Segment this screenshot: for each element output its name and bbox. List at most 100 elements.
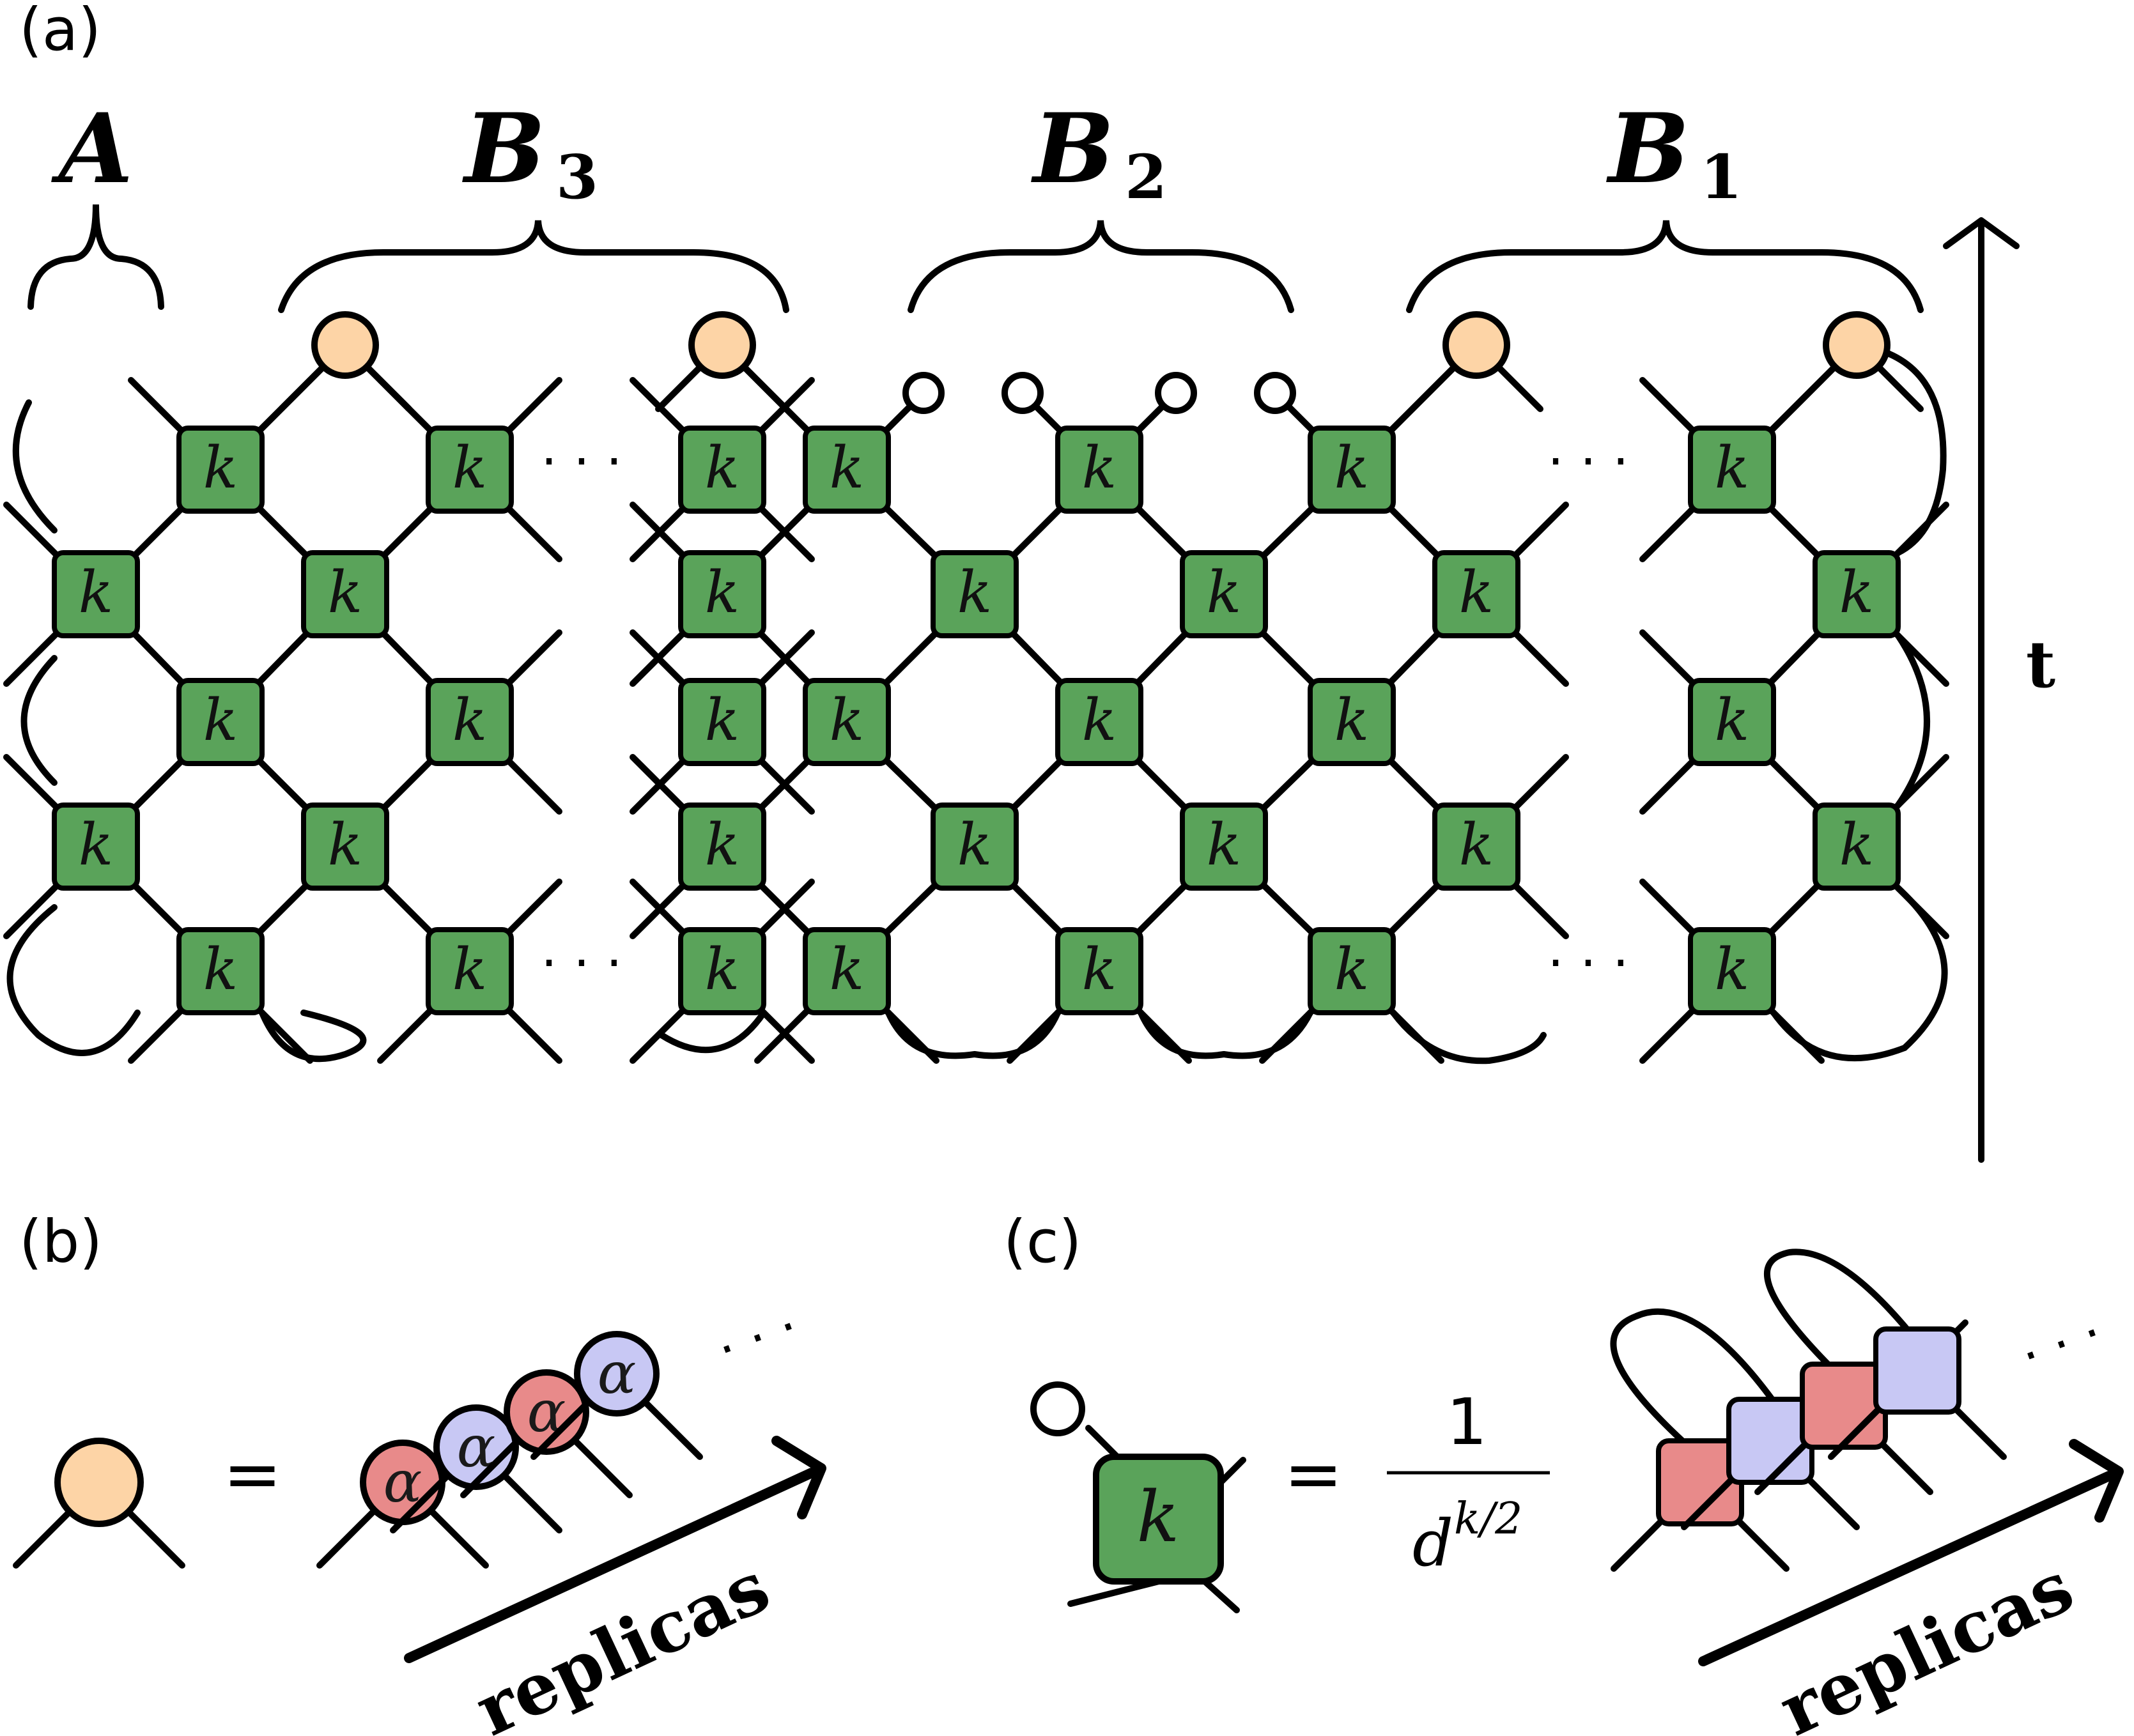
svg-text:B: B [1606, 93, 1690, 205]
svg-text:k: k [1715, 434, 1750, 502]
replicas-label-b: replicas [463, 1545, 781, 1736]
gate-k: k [52, 803, 140, 891]
svg-text:2: 2 [1125, 142, 1167, 213]
alpha-replica: α [530, 1331, 703, 1460]
gate-k: k [803, 426, 891, 514]
region-a-label: A [51, 93, 133, 205]
replica-gate [1611, 1438, 1790, 1572]
gate-k: k [1055, 927, 1143, 1015]
svg-text:k: k [1082, 936, 1117, 1003]
gate-k: k [1813, 550, 1901, 638]
gate-k: k [1308, 426, 1396, 514]
svg-text:k: k [705, 434, 740, 502]
open-circle [1254, 372, 1296, 414]
bottom-arc [885, 1010, 1061, 1059]
brace-b2 [908, 220, 1294, 313]
gate-k: k [176, 678, 265, 766]
panel-c-tag: (c) [1003, 1208, 1081, 1276]
alpha-replica: α [460, 1369, 633, 1498]
gate-k: k [1180, 803, 1268, 891]
replica-gate-chain [1610, 1248, 2007, 1572]
svg-text:3: 3 [556, 142, 598, 213]
svg-text:k: k [1334, 434, 1370, 502]
replicas-label-c: replicas [1767, 1545, 2085, 1736]
brace-b1 [1406, 220, 1924, 313]
left-loop [6, 904, 141, 1056]
open-circle [1001, 372, 1044, 414]
ellipsis: · · · [1547, 432, 1628, 491]
gate-k: k [678, 550, 766, 638]
gate-k: k [301, 803, 389, 891]
right-loop [1895, 633, 1930, 808]
fraction-numerator: 1 [1446, 1385, 1487, 1459]
ellipsis: · · · [541, 432, 622, 491]
fraction-denominator-exponent: k/2 [1454, 1494, 1522, 1544]
gate-k: k [678, 927, 766, 1015]
svg-text:k: k [203, 936, 238, 1003]
svg-text:k: k [452, 687, 488, 754]
gate-k: k [1688, 927, 1776, 1015]
panel-a-tag: (a) [19, 0, 101, 64]
svg-text:k: k [1459, 811, 1494, 879]
open-circle [1155, 372, 1197, 414]
region-b1-label: B 1 [1606, 93, 1743, 213]
svg-text:k: k [1082, 687, 1117, 754]
open-circle [902, 372, 945, 414]
ellipsis-b: · · · [709, 1296, 806, 1380]
ellipsis-markers: · · ·· · ·· · ·· · · [541, 432, 1628, 993]
gate-k: k [678, 803, 766, 891]
svg-text:k: k [452, 434, 488, 502]
gate-k: k [1055, 426, 1143, 514]
svg-text:k: k [830, 687, 865, 754]
svg-text:k: k [1459, 559, 1494, 626]
gate-k: k [426, 426, 514, 514]
svg-text:k: k [79, 811, 114, 879]
replicas-arrow-b [404, 1436, 826, 1663]
gate-k: k [426, 927, 514, 1015]
svg-text:1: 1 [1700, 142, 1742, 213]
gate-with-open-circle: k [1030, 1381, 1246, 1613]
region-b3-label: B 3 [462, 93, 599, 213]
svg-text:k: k [957, 811, 993, 879]
gate-k: k [678, 678, 766, 766]
equals-sign-b: = [223, 1433, 282, 1515]
gate-k: k [803, 927, 891, 1015]
gate-k: k [1180, 550, 1268, 638]
left-loop [20, 655, 58, 786]
open-circle-endpoints [902, 372, 1296, 414]
bottom-arc [658, 1010, 767, 1054]
gate-k: k [1688, 678, 1776, 766]
svg-text:k: k [1207, 559, 1242, 626]
svg-text:k: k [705, 811, 740, 879]
boundary-loops [6, 342, 1948, 1064]
gate-k: k [1688, 426, 1776, 514]
gate-k: k [52, 550, 140, 638]
gate-k: k [1432, 550, 1520, 638]
svg-text:k: k [452, 936, 488, 1003]
network-wires [3, 342, 1949, 1064]
svg-text:k: k [830, 434, 865, 502]
svg-text:k: k [1839, 811, 1875, 879]
time-axis-arrow [1943, 217, 2020, 1163]
brace-a [27, 204, 164, 310]
svg-text:α: α [598, 1340, 637, 1407]
svg-text:k: k [705, 936, 740, 1003]
gate-k: k [931, 803, 1019, 891]
svg-text:k: k [79, 559, 114, 626]
equals-sign-c: = [1284, 1433, 1343, 1515]
svg-text:k: k [1715, 936, 1750, 1003]
svg-text:k: k [1334, 687, 1370, 754]
ellipsis-c: · · · [2013, 1303, 2110, 1386]
panel-b-tag: (b) [19, 1208, 102, 1276]
boundary-states [311, 311, 1890, 379]
gate-k: k [426, 678, 514, 766]
normalization-fraction: 1 d k/2 [1387, 1385, 1550, 1581]
svg-text:k: k [830, 936, 865, 1003]
right-loop [1853, 342, 1947, 556]
replicas-arrow-c [1698, 1439, 2124, 1666]
time-axis-label: t [2026, 627, 2055, 702]
boundary-state [688, 311, 756, 379]
gate-k: k [1055, 678, 1143, 766]
ellipsis: · · · [1547, 933, 1628, 993]
